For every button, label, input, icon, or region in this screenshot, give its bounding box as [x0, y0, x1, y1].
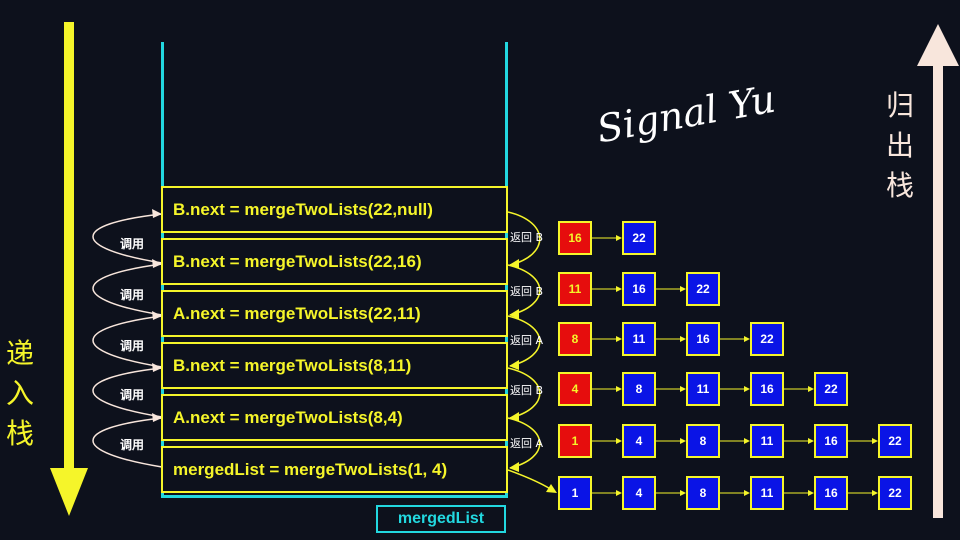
list-node: 16 — [750, 372, 784, 406]
pop-char: 出 — [885, 129, 914, 162]
frame-text: mergedList = mergeTwoLists(1, 4) — [173, 460, 448, 479]
pop-stack-label: 归 出 栈 — [880, 86, 920, 206]
stack-frame-4: A.next = mergeTwoLists(22,11) — [161, 290, 508, 337]
list-node: 22 — [622, 221, 656, 255]
return-label: 返回 A — [510, 437, 544, 450]
push-arrow — [50, 22, 88, 516]
list-node: 22 — [750, 322, 784, 356]
push-char: 栈 — [5, 417, 34, 450]
list-node: 4 — [622, 424, 656, 458]
list-link-arrowhead — [872, 490, 878, 496]
frame-text: B.next = mergeTwoLists(22,16) — [173, 252, 422, 271]
list-link-arrowhead — [744, 336, 750, 342]
list-link-arrowhead — [616, 386, 622, 392]
list-link-arrowhead — [616, 286, 622, 292]
list-link-arrowhead — [680, 438, 686, 444]
stack-frame-2: A.next = mergeTwoLists(8,4) — [161, 394, 508, 441]
call-label: 调用 — [120, 438, 145, 452]
list-link-arrowhead — [680, 386, 686, 392]
call-label: 调用 — [120, 288, 145, 302]
list-link-arrowhead — [872, 438, 878, 444]
pop-arrow — [917, 24, 959, 518]
list-link-arrowhead — [808, 490, 814, 496]
return-arrowheads — [509, 259, 557, 493]
list-link-arrowhead — [616, 336, 622, 342]
list-node: 11 — [750, 424, 784, 458]
pop-char: 栈 — [885, 169, 914, 202]
call-label: 调用 — [120, 237, 145, 251]
list-node: 1 — [558, 476, 592, 510]
list-node: 1 — [558, 424, 592, 458]
list-node: 22 — [686, 272, 720, 306]
list-node: 4 — [622, 476, 656, 510]
call-label: 调用 — [120, 388, 145, 402]
stack-frame-5: B.next = mergeTwoLists(22,16) — [161, 238, 508, 285]
list-node: 22 — [878, 424, 912, 458]
list-link-arrowhead — [808, 386, 814, 392]
list-link-arrowhead — [616, 235, 622, 241]
list-node: 8 — [686, 476, 720, 510]
list-node: 11 — [750, 476, 784, 510]
stack-frame-6: B.next = mergeTwoLists(22,null) — [161, 186, 508, 233]
list-node: 8 — [622, 372, 656, 406]
return-label: 返回 B — [510, 231, 544, 244]
return-label: 返回 B — [510, 384, 544, 397]
stack-bottom-wall — [161, 495, 508, 498]
frame-text: B.next = mergeTwoLists(22,null) — [173, 200, 433, 219]
call-arrows — [92, 213, 163, 468]
pop-char: 归 — [885, 89, 914, 122]
list-node: 11 — [558, 272, 592, 306]
list-link-arrowhead — [680, 336, 686, 342]
list-link-arrowhead — [616, 438, 622, 444]
list-node: 16 — [814, 424, 848, 458]
list-connectors — [592, 235, 878, 496]
list-node: 16 — [558, 221, 592, 255]
call-arrowheads — [152, 209, 162, 422]
return-arrows — [507, 211, 556, 493]
list-node: 4 — [558, 372, 592, 406]
list-node: 16 — [686, 322, 720, 356]
merged-list-label: mergedList — [376, 505, 506, 533]
list-link-arrowhead — [616, 490, 622, 496]
frame-text: B.next = mergeTwoLists(8,11) — [173, 356, 412, 375]
list-node: 16 — [622, 272, 656, 306]
list-link-arrowhead — [744, 490, 750, 496]
list-link-arrowhead — [808, 438, 814, 444]
list-node: 8 — [686, 424, 720, 458]
push-char: 递 — [5, 337, 34, 370]
list-node: 22 — [814, 372, 848, 406]
list-node: 22 — [878, 476, 912, 510]
list-node: 11 — [686, 372, 720, 406]
list-node: 11 — [622, 322, 656, 356]
frame-text: A.next = mergeTwoLists(22,11) — [173, 304, 421, 323]
return-label: 返回 A — [510, 334, 544, 347]
list-link-arrowhead — [744, 438, 750, 444]
return-label: 返回 B — [510, 285, 544, 298]
push-stack-label: 递 入 栈 — [0, 334, 40, 454]
push-char: 入 — [5, 377, 34, 410]
list-link-arrowhead — [680, 490, 686, 496]
list-node: 16 — [814, 476, 848, 510]
list-link-arrowhead — [744, 386, 750, 392]
stack-frame-3: B.next = mergeTwoLists(8,11) — [161, 342, 508, 389]
call-label: 调用 — [120, 339, 145, 353]
stack-frame-1: mergedList = mergeTwoLists(1, 4) — [161, 446, 508, 493]
list-link-arrowhead — [680, 286, 686, 292]
list-node: 8 — [558, 322, 592, 356]
frame-text: A.next = mergeTwoLists(8,4) — [173, 408, 403, 427]
